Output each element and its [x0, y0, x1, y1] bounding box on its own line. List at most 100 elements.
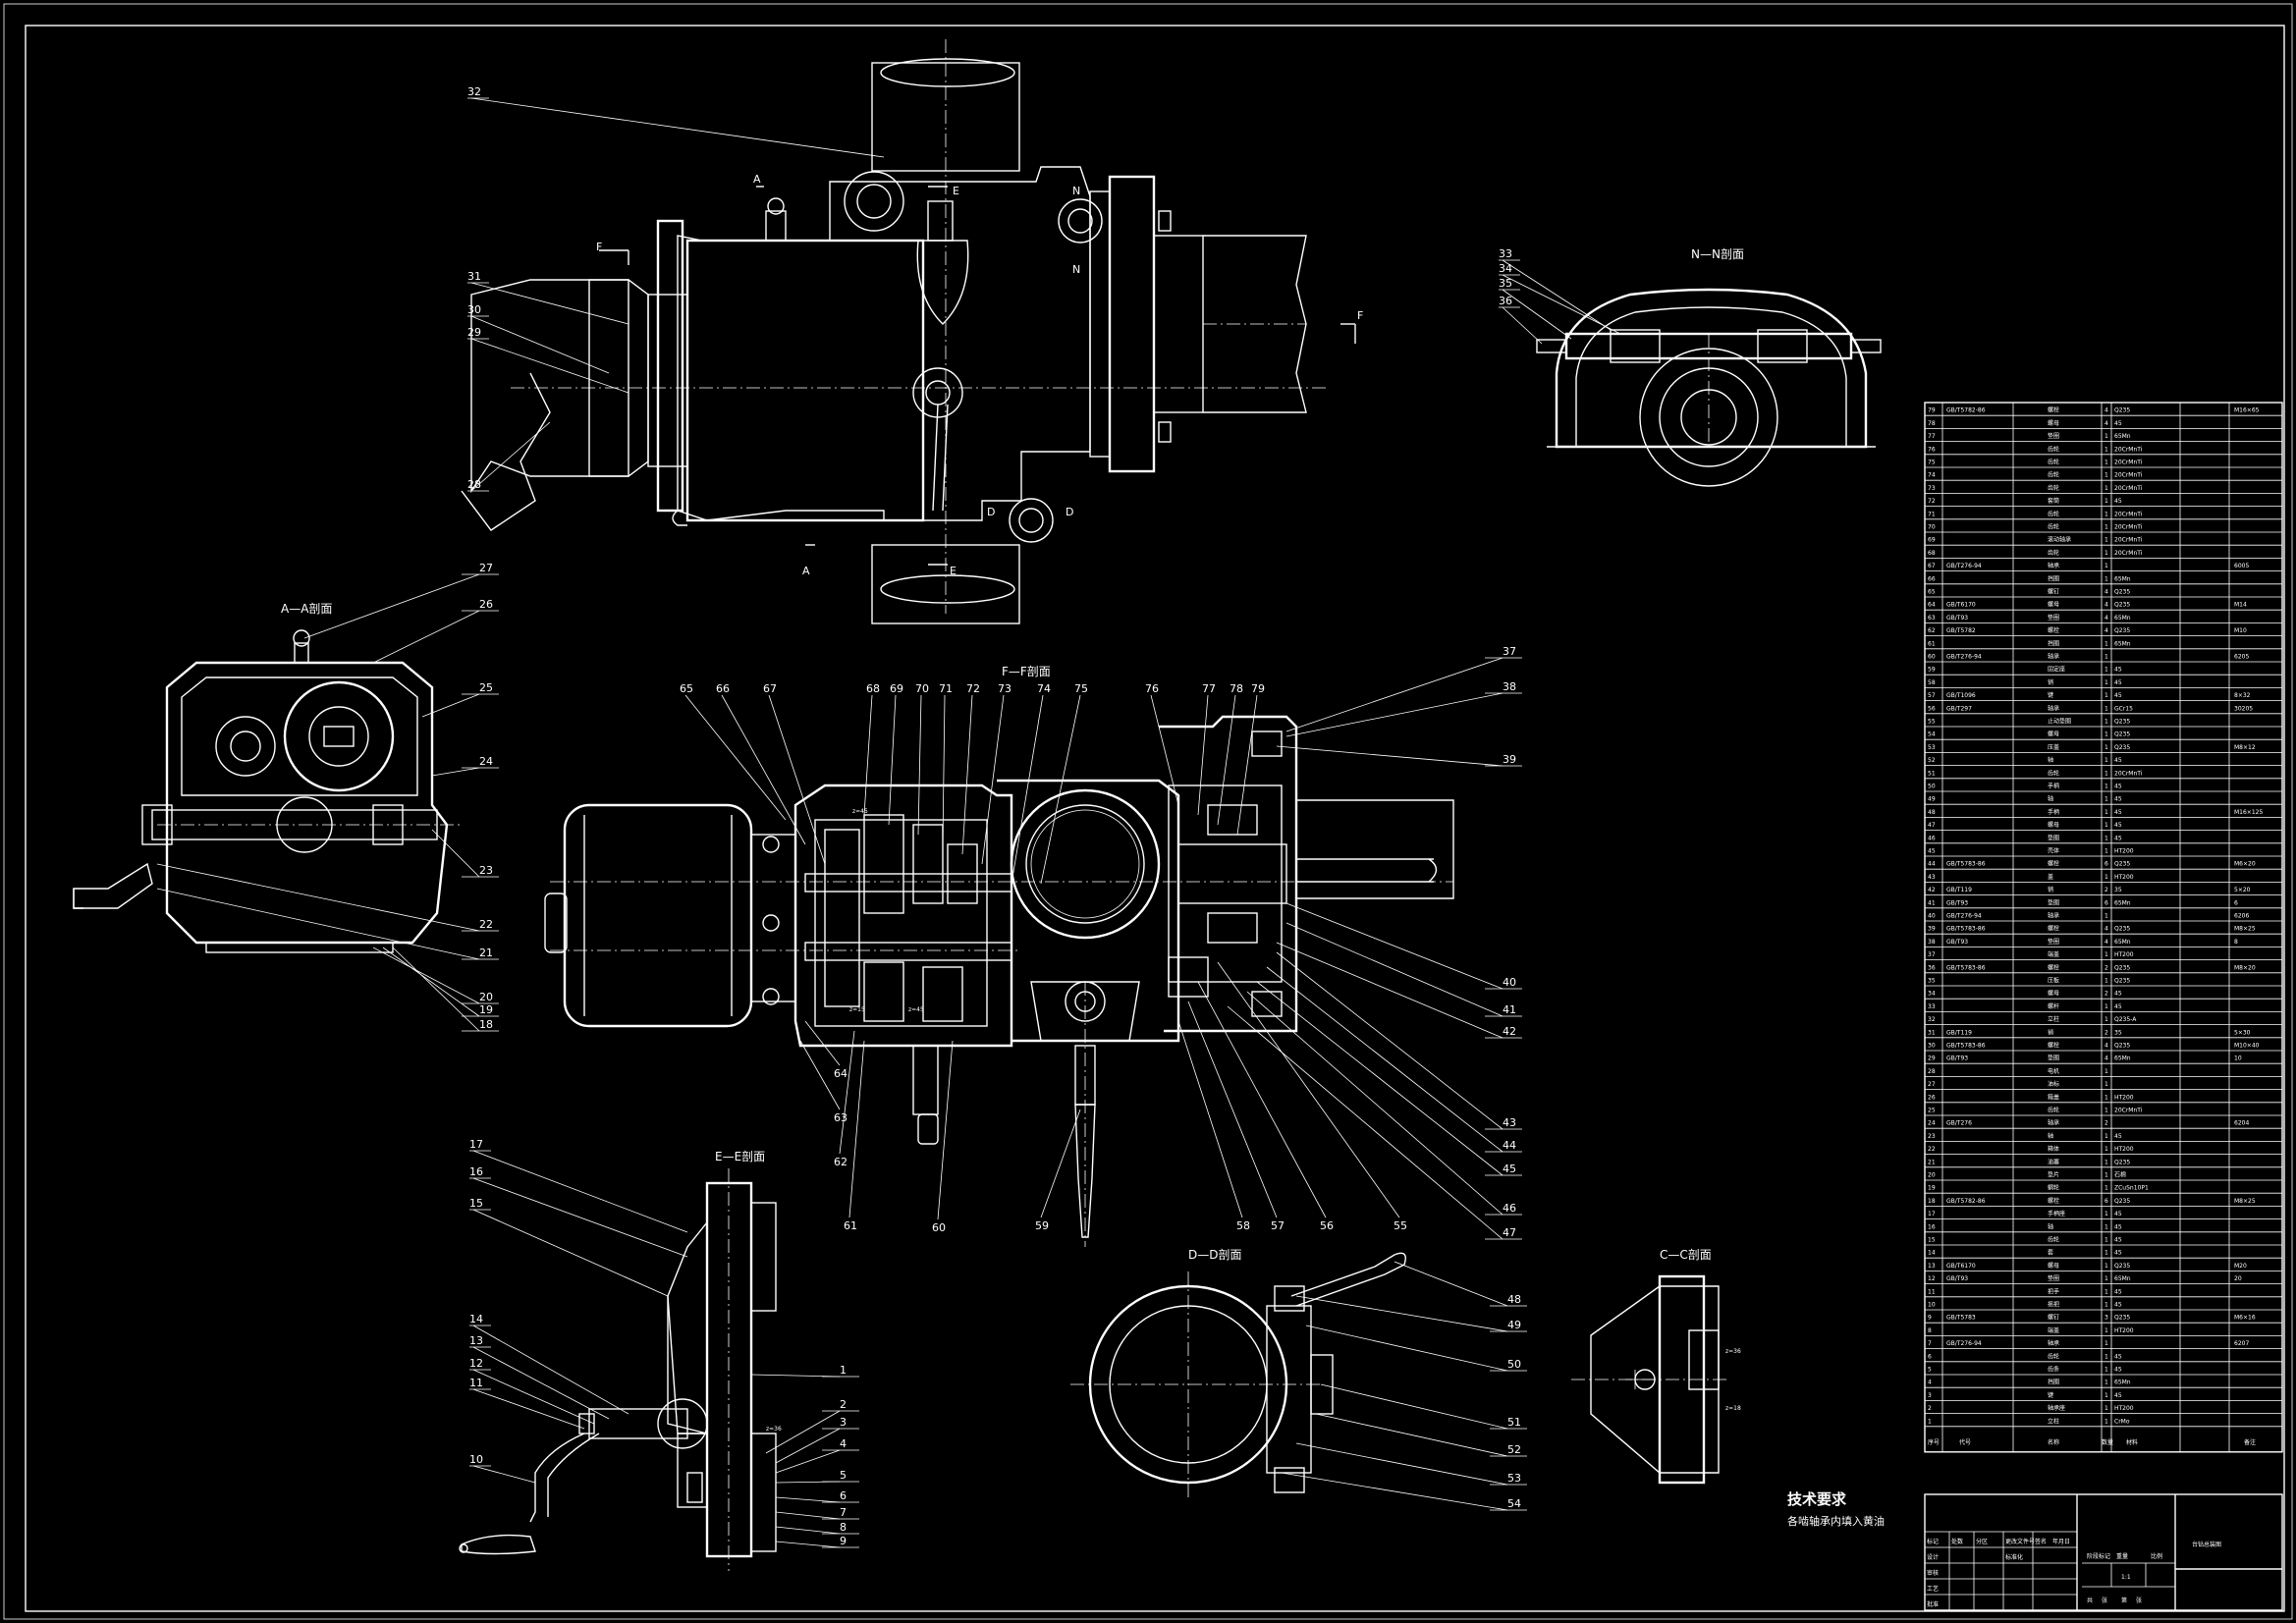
parts-list-cell: 蜗轮: [2048, 1184, 2059, 1192]
parts-list-cell: 45: [2114, 1211, 2122, 1217]
parts-list-cell: 齿轮: [2048, 510, 2059, 517]
parts-list-cell: 1: [2105, 770, 2108, 777]
parts-list-cell: 60: [1928, 654, 1936, 661]
parts-list-cell: HT200: [2114, 1094, 2134, 1101]
view-title-nn: N—N剖面: [1691, 247, 1744, 261]
parts-list-cell: 3: [2105, 1315, 2108, 1322]
gear-note: z=36: [766, 1426, 782, 1433]
leader-line: [303, 573, 480, 639]
leader-line: [981, 694, 1005, 865]
parts-list-cell: 20CrMnTi: [2114, 460, 2143, 466]
callout-number: 41: [1503, 1003, 1516, 1016]
parts-list-cell: 轴: [2048, 1132, 2053, 1140]
callout-number: 27: [479, 562, 493, 574]
parts-list-cell: 65Mn: [2114, 575, 2131, 582]
parts-list-cell: GB/T93: [1946, 1275, 1968, 1282]
callout-number: 75: [1074, 682, 1088, 695]
parts-list-cell: GB/T6170: [1946, 602, 1976, 609]
leader-line: [1177, 1020, 1243, 1218]
parts-list-cell: 1: [2105, 1327, 2108, 1334]
parts-list-cell: 键: [2048, 1391, 2053, 1399]
title-block-label: 更改文件号: [2005, 1538, 2035, 1545]
parts-list-cell: 69: [1928, 537, 1936, 544]
parts-list-cell: Q235-A: [2114, 1016, 2137, 1023]
parts-list-cell: 垫圈: [2048, 614, 2059, 622]
parts-list-cell: 齿轮: [2048, 1352, 2059, 1360]
parts-list-cell: 4: [2105, 407, 2108, 414]
parts-list-cell: 盖: [2048, 873, 2053, 881]
parts-list-cell: 1: [2105, 1211, 2108, 1217]
parts-list-cell: 23: [1928, 1133, 1936, 1140]
leader-line: [1011, 694, 1044, 885]
parts-list-cell: Q235: [2114, 602, 2130, 609]
parts-list-cell: 8: [2234, 939, 2238, 946]
parts-list-cell: 65Mn: [2114, 1055, 2131, 1062]
leader-line: [775, 1526, 841, 1535]
parts-list-cell: 1: [2105, 1302, 2108, 1309]
parts-list-cell: 45: [2114, 1392, 2122, 1399]
view-title-dd: D—D剖面: [1188, 1248, 1241, 1262]
parts-list-cell: 43: [1928, 874, 1936, 881]
title-block-label: 分区: [1976, 1538, 1988, 1545]
parts-list-cell: GB/T276-94: [1946, 913, 1982, 920]
callout-number: 50: [1507, 1358, 1521, 1371]
parts-list-header: 备注: [2244, 1438, 2256, 1446]
parts-list-cell: 1: [2105, 1159, 2108, 1165]
callout-number: 66: [716, 682, 730, 695]
parts-list-cell: 45: [2114, 1237, 2122, 1244]
leader-line: [1236, 694, 1258, 836]
parts-list-cell: 1: [2105, 1367, 2108, 1374]
parts-list-cell: 齿轮: [2048, 1107, 2059, 1114]
parts-list-cell: HT200: [2114, 874, 2134, 881]
section-mark-f-right: F: [1357, 309, 1363, 322]
leader-line: [768, 694, 826, 865]
parts-list-cell: 1: [2105, 563, 2108, 569]
callout-number: 45: [1503, 1163, 1516, 1175]
parts-list-cell: 滚动轴承: [2048, 536, 2071, 544]
aa-view: [73, 629, 462, 953]
parts-list-cell: GB/T5782-86: [1946, 1198, 1986, 1205]
parts-list-cell: 45: [2114, 1223, 2122, 1230]
parts-list-cell: 1: [2105, 744, 2108, 751]
parts-list-cell: M10×40: [2234, 1043, 2260, 1050]
leader-line: [961, 694, 973, 855]
parts-list-cell: 轴承: [2048, 1339, 2059, 1347]
parts-list-cell: 6: [2105, 899, 2108, 906]
parts-list-cell: 4: [2105, 1055, 2108, 1062]
parts-list-cell: 齿轮: [2048, 471, 2059, 479]
parts-list-cell: GB/T6170: [1946, 1263, 1976, 1270]
callout-number: 47: [1503, 1226, 1516, 1239]
parts-list-cell: 20: [2234, 1275, 2242, 1282]
parts-list-cell: 6207: [2234, 1340, 2249, 1347]
leader-line: [1197, 981, 1327, 1218]
leader-line: [1281, 1472, 1508, 1511]
parts-list-cell: 1: [2105, 874, 2108, 881]
callout-number: 28: [467, 478, 481, 491]
parts-list-cell: 1: [2105, 1263, 2108, 1270]
leader-line: [1040, 1109, 1081, 1218]
parts-list-cell: 螺母: [2048, 1262, 2059, 1270]
parts-list-cell: 39: [1928, 926, 1936, 933]
parts-list-cell: 29: [1928, 1055, 1936, 1062]
parts-list-cell: 1: [2105, 485, 2108, 492]
parts-list-cell: 34: [1928, 991, 1936, 998]
leader-line: [421, 693, 480, 718]
leader-line: [156, 888, 480, 960]
leader-line: [1227, 1005, 1503, 1240]
parts-list-cell: 54: [1928, 731, 1936, 738]
parts-list-cell: 1: [2105, 978, 2108, 985]
parts-list-cell: 3: [1928, 1392, 1932, 1399]
parts-list-cell: 螺栓: [2048, 860, 2059, 868]
ff-view: [544, 715, 1454, 1247]
leader-line: [1394, 1261, 1508, 1307]
parts-list-cell: 33: [1928, 1003, 1936, 1010]
parts-list-cell: 垫圈: [2048, 432, 2059, 440]
parts-list-cell: 20CrMnTi: [2114, 446, 2143, 453]
parts-list-cell: 1: [2105, 679, 2108, 686]
parts-list-cell: 50: [1928, 784, 1936, 790]
parts-list-cell: 28: [1928, 1068, 1936, 1075]
parts-list-cell: 1: [2105, 1172, 2108, 1179]
title-block-label: 批准: [1927, 1600, 1939, 1608]
parts-list-cell: Q235: [2114, 861, 2130, 868]
